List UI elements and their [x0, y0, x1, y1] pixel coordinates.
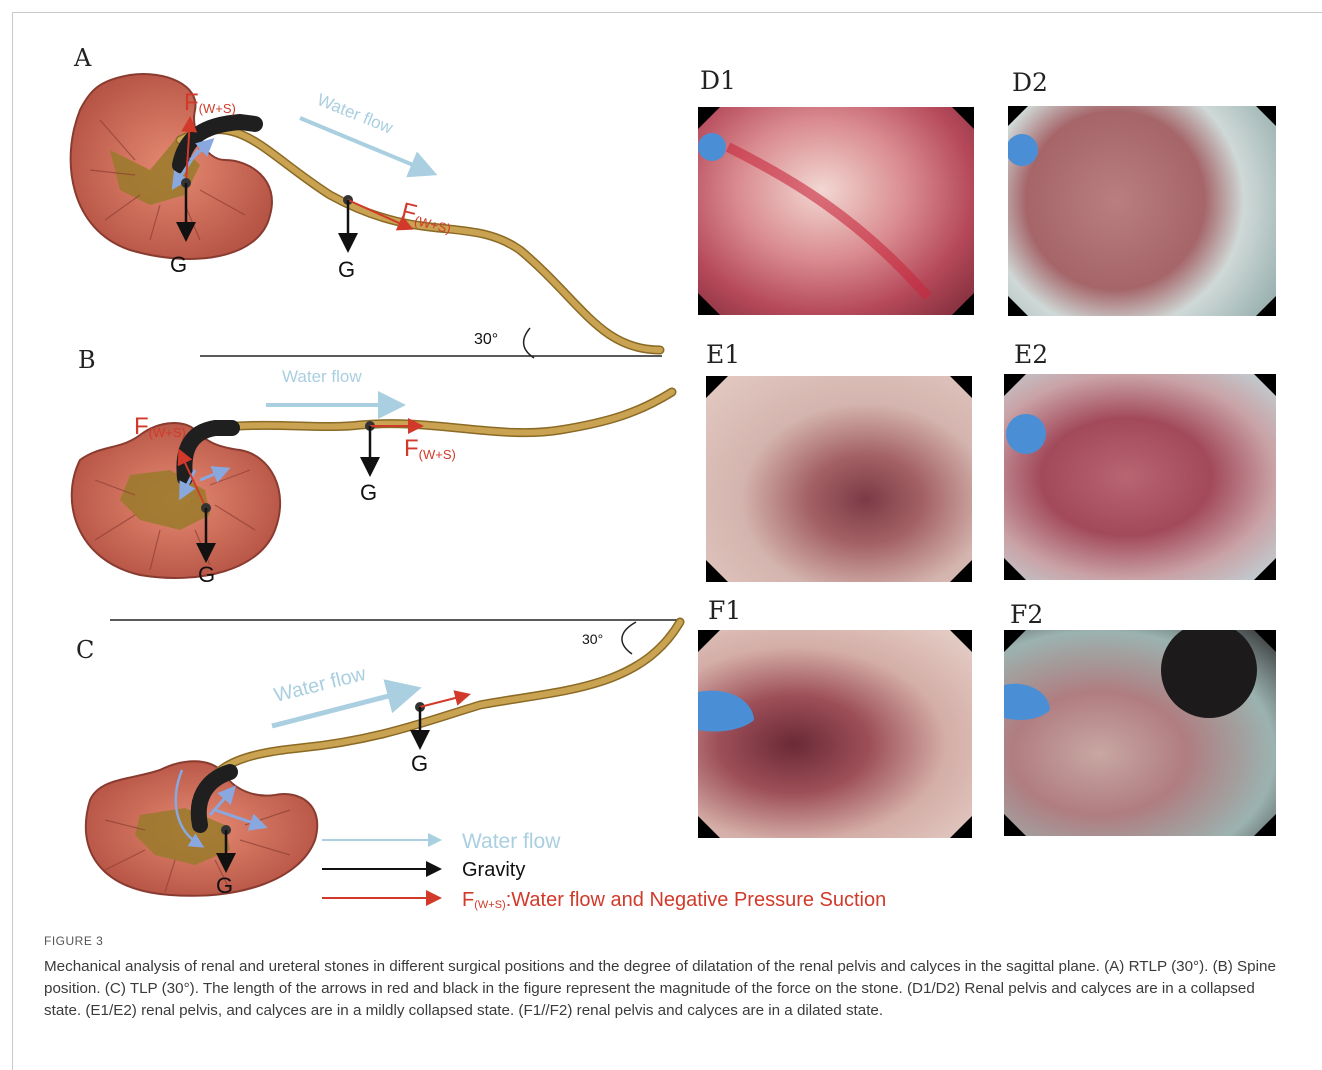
panel-a-force-kidney: F(W+S) — [184, 89, 236, 116]
legend: Water flow Gravity F(W+S):Water flow and… — [322, 830, 886, 911]
photo-label-f2: F2 — [1010, 600, 1043, 629]
panel-b: B G F(W+S) Water flow G F(W+S) — [72, 346, 672, 587]
photo-label-f1: F1 — [708, 596, 741, 625]
panel-a: A G F(W+S) Water flow G F(W+S) 30° — [71, 44, 662, 358]
panel-b-gravity-ureter: G — [360, 480, 377, 505]
panel-b-letter: B — [78, 346, 96, 374]
panel-c-gravity-ureter: G — [411, 751, 428, 776]
panel-a-angle: 30° — [474, 331, 498, 348]
figure-caption: Mechanical analysis of renal and uretera… — [44, 956, 1294, 1022]
panel-b-kidney — [72, 423, 280, 578]
panel-a-kidney — [71, 74, 272, 259]
legend-force-label: F(W+S):Water flow and Negative Pressure … — [462, 889, 886, 911]
panel-b-water-label: Water flow — [282, 367, 362, 386]
panel-b-force-kidney: F(W+S) — [134, 413, 186, 440]
endoscopy-photo-e2 — [1004, 374, 1276, 580]
photo-label-d2: D2 — [1012, 68, 1048, 97]
panel-a-gravity-ureter: G — [338, 257, 355, 282]
legend-water-label: Water flow — [462, 830, 561, 853]
endoscopy-photo-d1 — [698, 107, 974, 315]
panel-b-gravity-kidney: G — [198, 562, 215, 587]
photo-label-d1: D1 — [700, 66, 736, 95]
panel-c-water-label: Water flow — [272, 663, 369, 707]
panel-b-force-ureter: F(W+S) — [404, 435, 456, 462]
endoscopy-photo-f2 — [1004, 630, 1276, 836]
panel-c-gravity-kidney: G — [216, 873, 233, 898]
photo-label-e1: E1 — [706, 340, 740, 369]
endoscopy-photo-f1 — [698, 630, 972, 838]
figure-label: FIGURE 3 — [44, 934, 103, 948]
panel-b-ureter — [200, 392, 672, 433]
panel-c-ureter — [200, 622, 680, 810]
panel-c-letter: C — [76, 636, 94, 664]
panel-a-gravity-kidney: G — [170, 252, 187, 277]
photo-label-e2: E2 — [1014, 340, 1048, 369]
endoscopy-photo-d2 — [1008, 106, 1276, 316]
panel-c: C 30° G Water flow G — [76, 620, 680, 898]
panel-c-angle: 30° — [582, 631, 603, 647]
panel-a-force-ureter: F(W+S) — [399, 198, 456, 237]
endoscopy-photo-e1 — [706, 376, 972, 582]
panel-a-letter: A — [73, 44, 92, 72]
legend-gravity-label: Gravity — [462, 859, 525, 881]
